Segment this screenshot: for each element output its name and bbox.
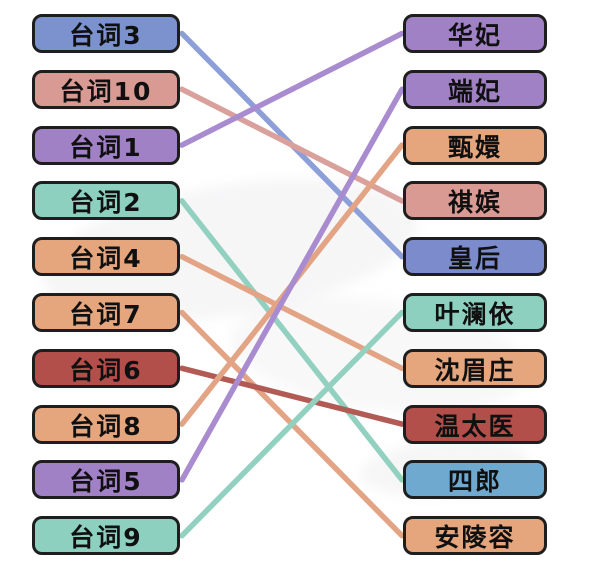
right-item-8[interactable]: 四郎 <box>403 460 547 499</box>
right-item-label: 安陵容 <box>434 522 516 552</box>
right-item-4[interactable]: 皇后 <box>403 237 547 276</box>
left-item-4[interactable]: 台词4 <box>32 237 180 276</box>
right-item-label: 温太医 <box>434 411 516 441</box>
left-item-label: 台词7 <box>69 299 143 329</box>
right-item-2[interactable]: 甄嬛 <box>403 126 547 165</box>
left-item-label: 台词5 <box>69 466 143 496</box>
connection-line-9 <box>179 309 405 539</box>
connection-line-1 <box>179 86 405 204</box>
left-item-label: 台词10 <box>59 76 153 106</box>
right-item-label: 祺嫔 <box>447 187 502 217</box>
right-item-9[interactable]: 安陵容 <box>403 516 547 555</box>
right-item-0[interactable]: 华妃 <box>403 14 547 53</box>
left-item-3[interactable]: 台词2 <box>32 181 180 220</box>
left-item-label: 台词3 <box>69 20 143 50</box>
left-item-label: 台词1 <box>69 132 143 162</box>
left-item-2[interactable]: 台词1 <box>32 126 180 165</box>
right-item-label: 甄嬛 <box>447 132 502 162</box>
right-item-6[interactable]: 沈眉庄 <box>403 349 547 388</box>
right-item-1[interactable]: 端妃 <box>403 70 547 109</box>
connection-line-2 <box>179 30 405 148</box>
right-item-3[interactable]: 祺嫔 <box>403 181 547 220</box>
connection-line-4 <box>179 253 405 372</box>
right-item-label: 沈眉庄 <box>434 355 516 385</box>
left-item-6[interactable]: 台词6 <box>32 349 180 388</box>
right-item-label: 端妃 <box>447 76 502 106</box>
left-item-label: 台词4 <box>69 243 143 273</box>
connection-line-8 <box>179 86 405 483</box>
left-item-0[interactable]: 台词3 <box>32 14 180 53</box>
right-item-label: 皇后 <box>447 243 502 273</box>
left-item-7[interactable]: 台词8 <box>32 405 180 444</box>
connection-line-3 <box>179 198 405 483</box>
right-item-label: 四郎 <box>447 466 502 496</box>
left-item-label: 台词9 <box>69 522 143 552</box>
left-item-1[interactable]: 台词10 <box>32 70 180 109</box>
left-item-label: 台词6 <box>69 355 143 385</box>
left-item-8[interactable]: 台词5 <box>32 460 180 499</box>
left-item-label: 台词2 <box>69 187 143 217</box>
left-item-9[interactable]: 台词9 <box>32 516 180 555</box>
right-item-label: 华妃 <box>447 20 502 50</box>
right-item-label: 叶澜依 <box>434 299 516 329</box>
left-item-label: 台词8 <box>69 411 143 441</box>
left-item-5[interactable]: 台词7 <box>32 293 180 332</box>
right-item-5[interactable]: 叶澜依 <box>403 293 547 332</box>
right-item-7[interactable]: 温太医 <box>403 405 547 444</box>
